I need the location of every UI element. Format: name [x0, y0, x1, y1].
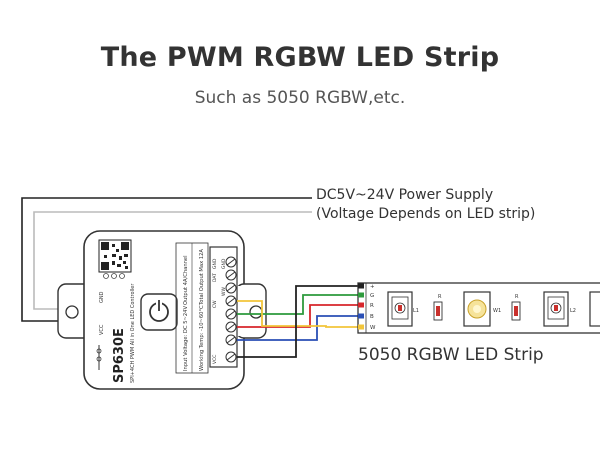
controller-model: SP630E	[112, 328, 127, 383]
strip-pin-marker	[358, 283, 364, 289]
terminal-screws	[225, 256, 237, 363]
led-chip-partial	[589, 291, 600, 327]
pad-label: W1	[493, 308, 501, 314]
power-wire-black	[21, 197, 312, 322]
terminal-screw-slot	[226, 271, 236, 279]
terminal-label-dat: DAT	[212, 273, 218, 282]
certification-icons	[103, 273, 125, 279]
wire-red	[237, 304, 358, 328]
led-chip-white	[463, 291, 491, 327]
power-supply-line2: (Voltage Depends on LED strip)	[316, 206, 536, 222]
resistor	[433, 301, 443, 321]
terminal-screw-slot	[226, 297, 236, 305]
page-title: The PWM RGBW LED Strip	[100, 42, 500, 73]
spec-total-output: Total Output Max 12A	[199, 249, 205, 306]
page-subtitle: Such as 5050 RGBW,etc.	[194, 88, 406, 108]
power-button	[140, 293, 178, 331]
terminal-screw-slot	[226, 323, 236, 331]
mount-hole-right	[249, 305, 263, 319]
terminal-label-vcc: VCC	[212, 355, 218, 364]
terminal-screw-slot	[226, 353, 236, 361]
wire-yellow	[237, 300, 358, 328]
terminal-screw-slot	[226, 336, 236, 344]
power-supply-line1: DC5V~24V Power Supply	[316, 187, 494, 203]
strip-pin-label: W	[370, 325, 376, 331]
terminal-label-ww: WW	[221, 287, 227, 296]
resistor	[511, 301, 521, 321]
strip-pin-label: +	[370, 284, 375, 290]
pad-label: R	[515, 294, 519, 300]
side-label-gnd: GND	[99, 291, 105, 303]
controller-description: SPI+4CH PWM All in One LED Controller	[130, 283, 136, 383]
led-chip	[387, 291, 413, 327]
strip-pin-marker	[358, 292, 364, 298]
spec-working-temp: Working Temp: -10~60°C	[199, 305, 205, 371]
terminal-screw-slot	[226, 310, 236, 318]
mount-hole-left	[65, 305, 79, 319]
wire-black	[237, 285, 358, 358]
wire-blue	[237, 315, 358, 341]
pad-label: L2	[570, 308, 576, 314]
dc-jack	[96, 345, 102, 370]
spec-input-voltage: Input Voltage: DC 5~24V	[183, 306, 189, 371]
side-label-vcc: VCC	[99, 324, 105, 335]
pad-label: R	[438, 294, 442, 300]
terminal-screw-slot	[226, 284, 236, 292]
pad-label: L1	[413, 308, 419, 314]
terminal-screw-slot	[226, 258, 236, 266]
strip-pin-marker	[358, 313, 364, 319]
strip-pin-marker	[358, 302, 364, 308]
wire-green	[237, 294, 358, 315]
terminal-label-gnd2: GND	[221, 258, 227, 269]
power-wire-gray	[33, 211, 312, 310]
strip-pin-label: B	[370, 314, 374, 320]
strip-pin-marker	[358, 324, 364, 330]
spec-output-channel: Output 4A/Channel	[183, 255, 189, 305]
terminal-label-gnd: GND	[212, 258, 218, 269]
strip-label: 5050 RGBW LED Strip	[358, 345, 544, 365]
strip-pin-label: G	[370, 293, 374, 299]
strip-pin-label: R	[370, 303, 374, 309]
led-chip	[543, 291, 569, 327]
qr-code	[98, 239, 132, 273]
terminal-label-cw: CW	[212, 300, 218, 308]
power-supply-label: DC5V~24V Power Supply (Voltage Depends o…	[316, 186, 535, 224]
